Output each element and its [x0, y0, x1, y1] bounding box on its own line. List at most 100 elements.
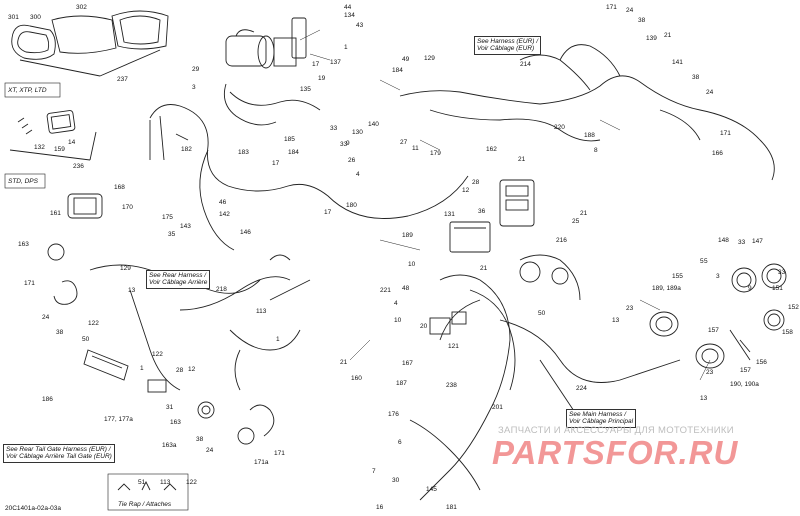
callout-label: 33: [778, 269, 786, 276]
note-rear-harness: See Rear Harness / Voir Câblage Arrière: [146, 270, 211, 289]
note-tail-gate: See Rear Tail Gate Harness (EUR) / Voir …: [3, 444, 115, 463]
callout-label: 26: [348, 157, 356, 164]
note-line: See Main Harness /: [569, 411, 627, 418]
callout-label: 6: [398, 439, 402, 446]
callout-label: 300: [30, 14, 41, 21]
callout-label: 36: [478, 208, 486, 215]
callout-label: 129: [120, 265, 131, 272]
watermark-tagline: ЗАПЧАСТИ И АКСЕССУАРЫ ДЛЯ МОТОТЕХНИКИ: [498, 425, 734, 436]
callout-label: 170: [122, 204, 133, 211]
callout-label: 1: [276, 336, 280, 343]
callout-label: 38: [692, 74, 700, 81]
callout-label: 10: [394, 317, 402, 324]
callout-label: 140: [368, 121, 379, 128]
callout-label: 158: [782, 329, 793, 336]
callout-label: 176: [388, 411, 399, 418]
callout-label: 151: [772, 285, 783, 292]
callout-label: 13: [128, 287, 136, 294]
callout-label: 131: [444, 211, 455, 218]
callout-label: 11: [412, 145, 419, 152]
callout-label: 185: [284, 136, 295, 143]
callout-label: 17: [272, 160, 280, 167]
leader-lines: [299, 29, 711, 381]
main-harness: [409, 254, 681, 501]
callout-label: 188: [584, 132, 595, 139]
callout-label: 122: [88, 320, 99, 327]
callout-label: 3: [716, 273, 720, 280]
note-line: Voir Câblage Arrière: [149, 279, 208, 287]
callout-label: 147: [752, 238, 763, 245]
callout-label: 155: [672, 273, 683, 280]
note-line: See Rear Harness /: [149, 272, 207, 279]
callout-label: 236: [73, 163, 84, 170]
callout-label: 23: [706, 369, 714, 376]
group-label-xt: XT, XTP, LTD: [8, 87, 47, 94]
callout-label: 168: [114, 184, 125, 191]
callout-label: 8: [594, 147, 598, 154]
callout-label: 13: [700, 395, 708, 402]
callout-label: 201: [492, 404, 503, 411]
callout-label: 221: [380, 287, 391, 294]
callout-label: 142: [219, 211, 230, 218]
callout-label: 44: [344, 4, 352, 11]
callout-label: 180: [346, 202, 357, 209]
callout-label: 238: [446, 382, 457, 389]
callout-label: 113: [256, 308, 267, 315]
callout-label: 186: [42, 396, 53, 403]
callout-label: 190, 190a: [730, 381, 759, 388]
callout-label: 4: [394, 300, 398, 307]
note-line: See Rear Tail Gate Harness (EUR) /: [6, 446, 111, 453]
callout-label: 237: [117, 76, 128, 83]
callout-label: 216: [556, 237, 567, 244]
callout-label: 122: [152, 351, 163, 358]
callout-label: 130: [352, 129, 363, 136]
callout-label: 4: [356, 171, 360, 178]
callout-label: 38: [56, 329, 64, 336]
callout-label: 9: [346, 140, 350, 147]
callout-label: 14: [68, 139, 76, 146]
callout-label: 46: [219, 199, 227, 206]
callout-label: 129: [424, 55, 435, 62]
callout-label: 179: [430, 150, 441, 157]
callout-label: 121: [448, 343, 459, 350]
callout-label: 157: [740, 367, 751, 374]
callout-label: 38: [196, 436, 204, 443]
callout-label: 145: [426, 486, 437, 493]
callout-label: 17: [324, 209, 332, 216]
note-line: Voir Câblage Arrière Tail Gate (EUR): [6, 453, 112, 461]
callout-label: 183: [238, 149, 249, 156]
side-lamps: [47, 243, 255, 445]
callout-label: 30: [392, 477, 400, 484]
callout-label: 50: [82, 336, 90, 343]
callout-label: 171a: [254, 459, 269, 466]
callout-label: 1: [344, 44, 348, 51]
note-line: See Harness (EUR) /: [477, 38, 539, 45]
callout-label: 122: [186, 479, 197, 486]
diagram-id: 20C1401a-02a-03a: [5, 505, 62, 512]
callout-label: 184: [288, 149, 299, 156]
callout-label: 163a: [162, 442, 177, 449]
callout-label: 182: [181, 146, 192, 153]
tie-raps: [107, 473, 189, 511]
callout-label: 25: [572, 218, 580, 225]
callout-label: 21: [480, 265, 488, 272]
callout-label: 17: [312, 61, 320, 68]
callout-label: 143: [180, 223, 191, 230]
callout-label: 27: [400, 139, 408, 146]
harness-214: [399, 44, 775, 181]
callout-label: 302: [76, 4, 87, 11]
callout-label: 189, 189a: [652, 285, 681, 292]
callout-label: 19: [318, 75, 326, 82]
callout-label: 132: [34, 144, 45, 151]
callout-label: 156: [756, 359, 767, 366]
callout-label: 166: [712, 150, 723, 157]
callout-label: 218: [216, 286, 227, 293]
screen-161-icon: [67, 193, 103, 219]
callout-label: 35: [168, 231, 176, 238]
display-module-icon: [9, 110, 97, 161]
callout-label: 135: [300, 86, 311, 93]
callout-label: 139: [646, 35, 657, 42]
callout-label: 171: [24, 280, 35, 287]
callout-label: 43: [356, 22, 364, 29]
